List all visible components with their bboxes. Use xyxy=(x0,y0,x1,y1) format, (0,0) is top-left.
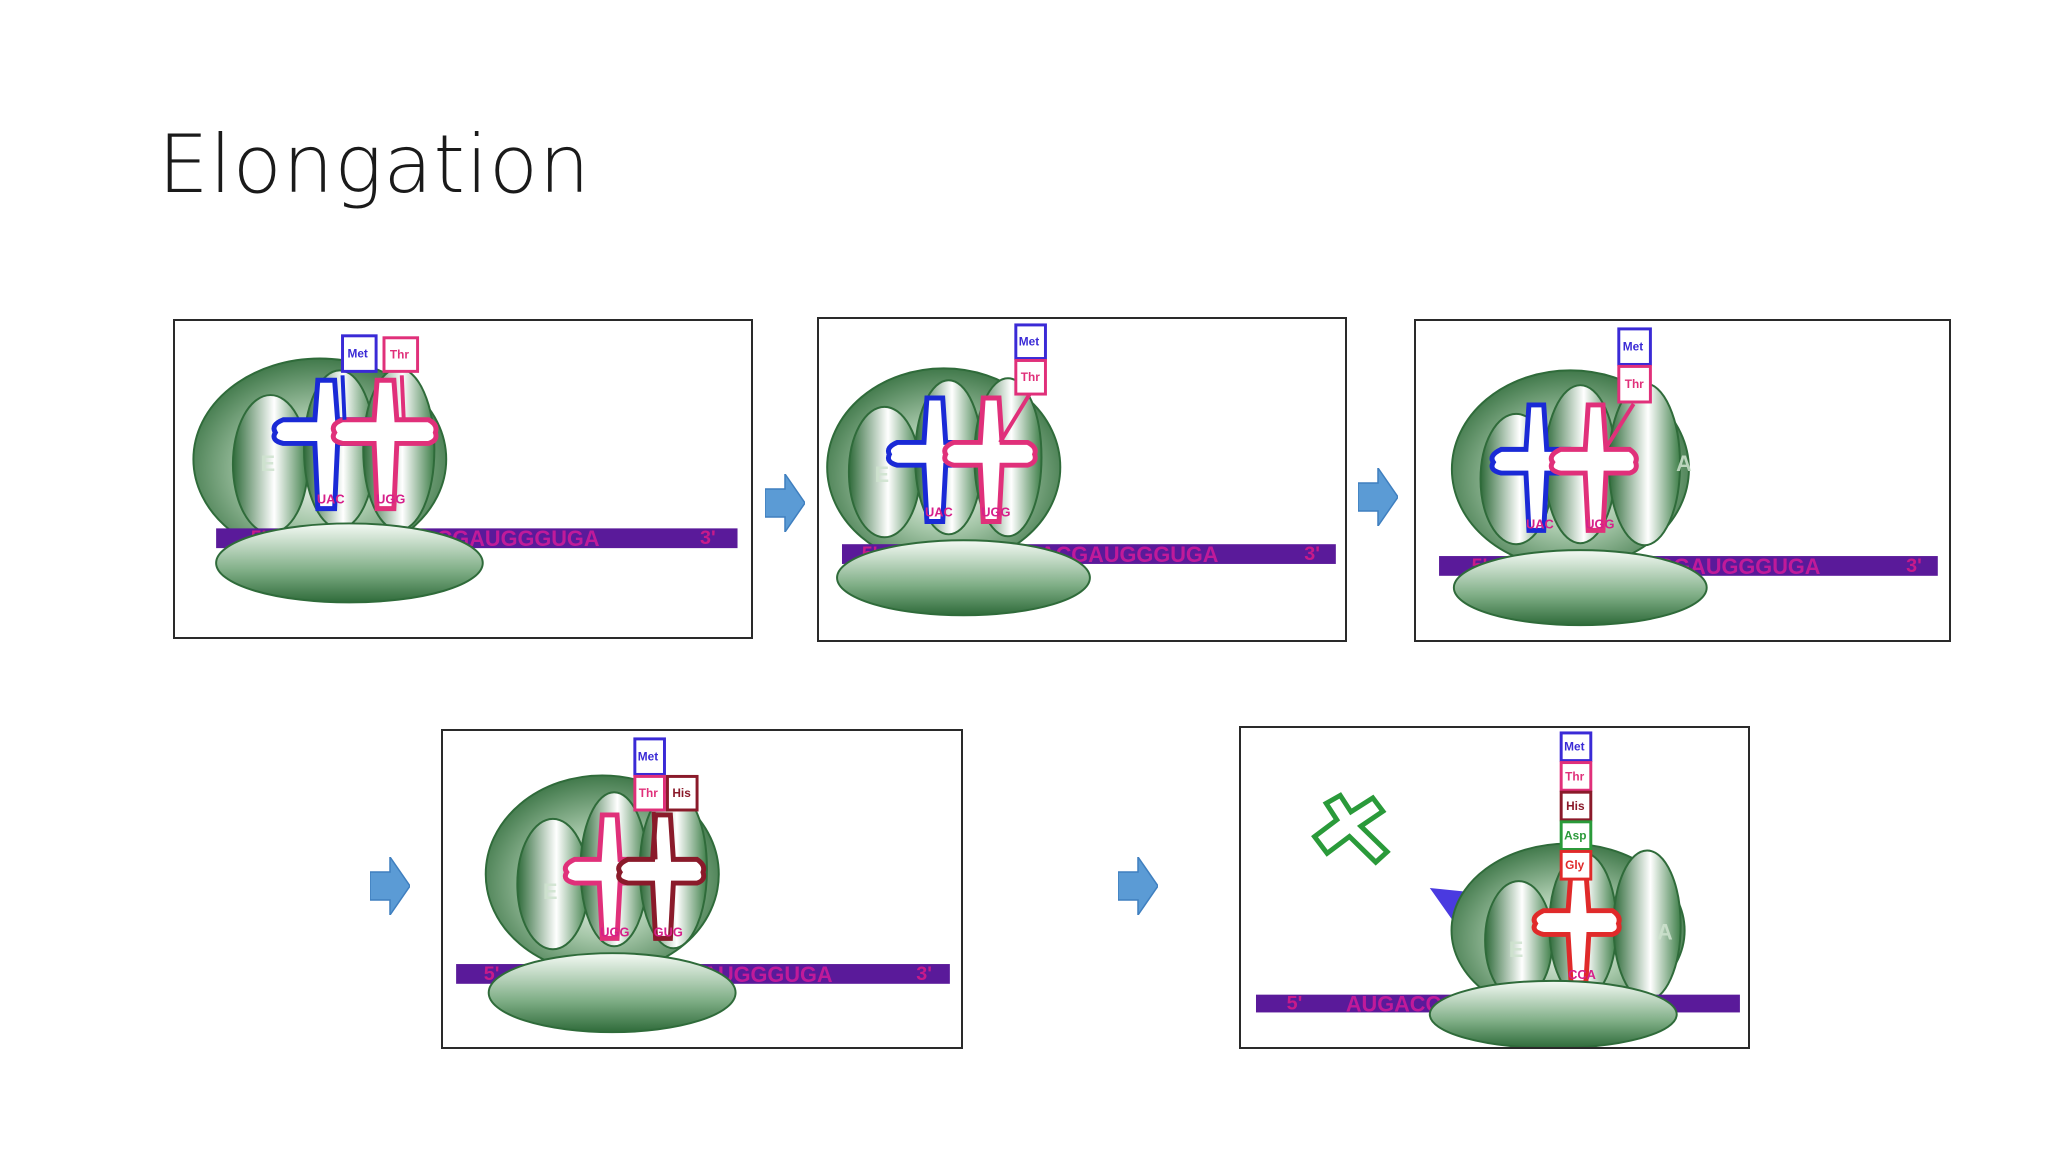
amino-acid-thr-label: Thr xyxy=(1625,377,1644,391)
amino-acid-his xyxy=(665,774,699,812)
diagram-step-1: E 5' 3' AUGACCCACGAUGGGUGA UAC UGG Met T… xyxy=(192,334,738,604)
amino-acid-asp xyxy=(1559,820,1593,851)
ribosome-small-subunit xyxy=(1428,979,1678,1047)
slide-title: Elongation xyxy=(158,118,591,211)
amino-acid-met-label: Met xyxy=(1019,335,1039,349)
diagram-step-4: E 5' 3' AUGACCCACGAUGGGUGA UGG GUG Met T… xyxy=(456,737,950,1034)
ribosome-small-subunit xyxy=(487,952,737,1034)
panel-step-4: E 5' 3' AUGACCCACGAUGGGUGA UGG GUG Met T… xyxy=(441,729,963,1049)
amino-acid-his-label: His xyxy=(1566,799,1585,813)
step-arrow-4-icon xyxy=(1118,857,1158,915)
site-a-label: A xyxy=(1657,919,1673,944)
trna-thr xyxy=(330,377,439,512)
exit-arrow-head xyxy=(1429,887,1470,922)
ribosome-small-subunit xyxy=(836,539,1091,617)
trna-gly xyxy=(1531,868,1622,986)
amino-acid-gly xyxy=(1559,849,1593,881)
anticodon-2: UGG xyxy=(1585,516,1614,531)
amino-acid-thr xyxy=(633,774,666,812)
step-arrow-1-icon xyxy=(765,474,805,532)
anticodon-2: UGG xyxy=(376,492,405,507)
diagram-step-2: E 5' 3' AUGACCCACGAUGGGUGA UAC UGG Met T… xyxy=(826,323,1336,617)
anticodon-2: UGG xyxy=(981,505,1010,520)
amino-acid-thr-label: Thr xyxy=(390,348,409,362)
released-trna xyxy=(1311,792,1391,866)
step-arrow-3-icon xyxy=(370,857,410,915)
amino-acid-asp-label: Asp xyxy=(1564,829,1586,843)
trna-his xyxy=(616,812,707,941)
site-e-label: E xyxy=(543,879,558,904)
site-e-label: E xyxy=(1509,937,1524,962)
anticodon-1: UAC xyxy=(1526,516,1554,531)
amino-acid-thr-label: Thr xyxy=(1021,370,1040,384)
amino-acid-his-label: His xyxy=(672,786,691,800)
panel-step-3: P A 5' 3' AUGACCCACGAUGGGUGA UAC UGG Met… xyxy=(1414,319,1951,642)
panel-step-2: E 5' 3' AUGACCCACGAUGGGUGA UAC UGG Met T… xyxy=(817,317,1347,642)
amino-acid-thr xyxy=(1559,761,1593,792)
anticodon-1: CCA xyxy=(1568,967,1596,982)
amino-acid-met xyxy=(633,737,666,776)
mrna-three-prime: 3' xyxy=(1304,543,1320,565)
amino-acid-met-label: Met xyxy=(638,750,658,764)
mrna-three-prime: 3' xyxy=(1906,555,1922,577)
mrna-three-prime: 3' xyxy=(700,527,716,549)
diagram-step-3: P A 5' 3' AUGACCCACGAUGGGUGA UAC UGG Met… xyxy=(1439,327,1938,627)
panel-step-1: E 5' 3' AUGACCCACGAUGGGUGA UAC UGG Met T… xyxy=(173,319,753,639)
amino-acid-thr-label: Thr xyxy=(639,786,658,800)
amino-acid-thr xyxy=(382,336,420,373)
amino-acid-thr xyxy=(1014,359,1047,396)
amino-acid-met xyxy=(1014,323,1047,360)
amino-acid-met xyxy=(1559,731,1593,763)
trna-thr xyxy=(942,395,1038,524)
anticodon-1: UAC xyxy=(317,492,345,507)
diagram-step-5: E P A 5' AUGACCCA CCA Met Thr His Asp Gl… xyxy=(1255,731,1740,1047)
anticodon-1: UGG xyxy=(600,924,629,939)
amino-acid-his xyxy=(1559,790,1593,822)
amino-acid-met-label: Met xyxy=(1623,340,1643,354)
site-a-label: A xyxy=(1676,451,1692,476)
mrna-three-prime: 3' xyxy=(916,963,932,985)
amino-acid-met xyxy=(1617,327,1652,366)
trna-thr xyxy=(1548,402,1639,533)
amino-acid-thr-label: Thr xyxy=(1565,769,1584,783)
amino-acid-thr xyxy=(1617,364,1652,404)
panel-step-5: E P A 5' AUGACCCA CCA Met Thr His Asp Gl… xyxy=(1239,726,1750,1049)
amino-acid-gly-label: Gly xyxy=(1565,858,1585,872)
step-arrow-2-icon xyxy=(1358,468,1398,526)
anticodon-2: GUG xyxy=(654,924,683,939)
ribosome-small-subunit xyxy=(215,522,484,604)
mrna-five-prime: 5' xyxy=(1287,992,1303,1014)
site-e-label: E xyxy=(261,451,276,476)
amino-acid-met-label: Met xyxy=(347,347,367,361)
amino-acid-met xyxy=(341,334,378,373)
site-e-label: E xyxy=(875,462,890,487)
amino-acid-met-label: Met xyxy=(1564,740,1584,754)
anticodon-1: UAC xyxy=(925,505,953,520)
ribosome-small-subunit xyxy=(1452,549,1708,627)
